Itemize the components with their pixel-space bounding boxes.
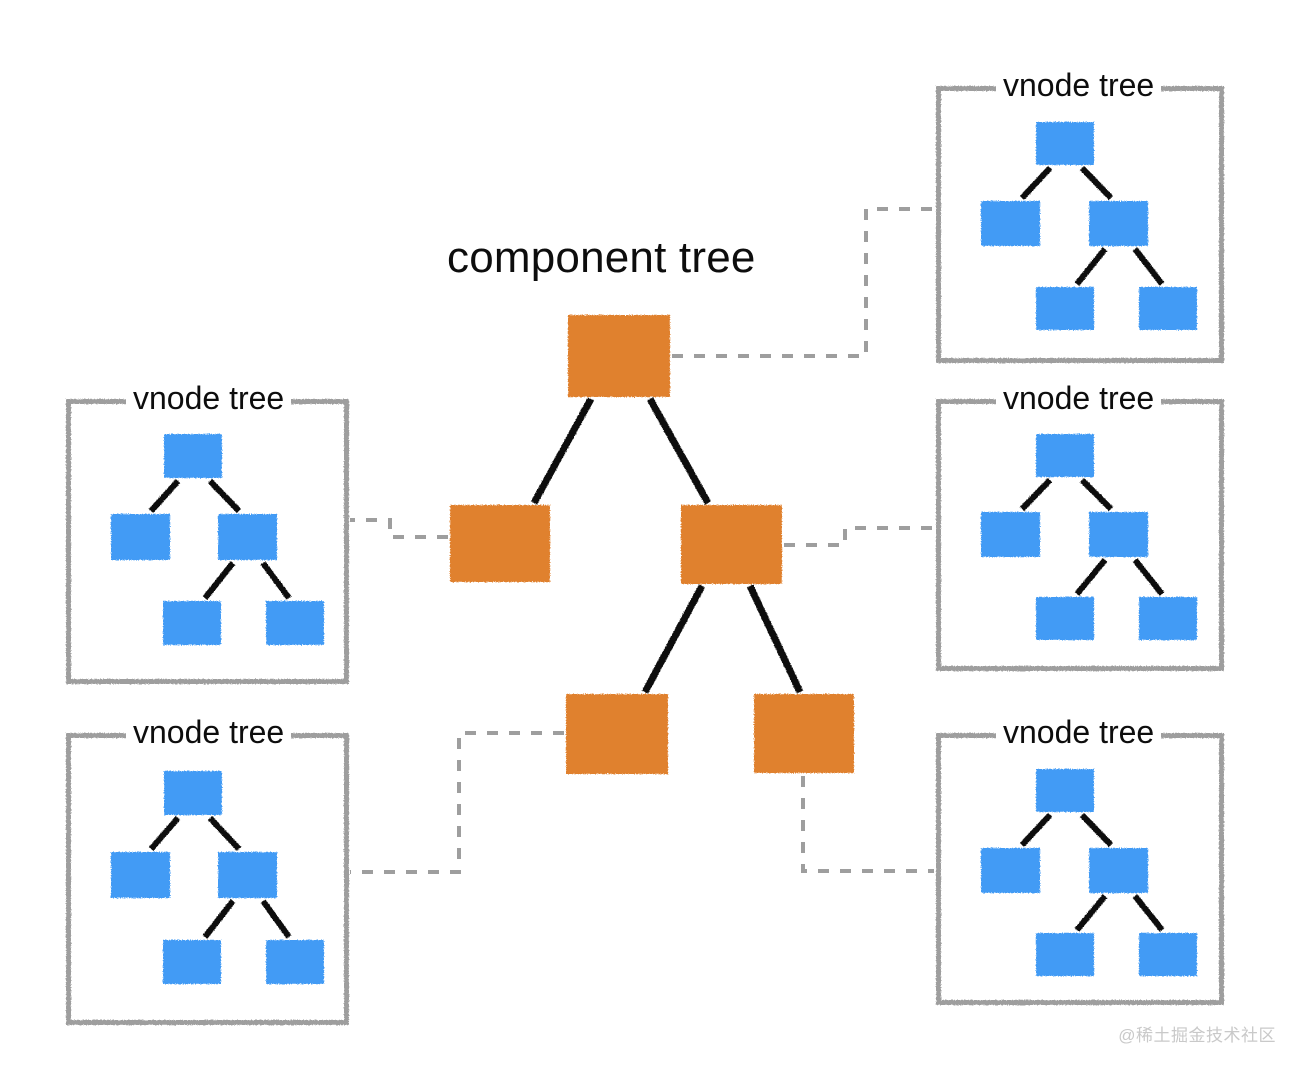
vnode-edge-1 [1019, 812, 1053, 848]
component-grandchild-left-node[interactable] [566, 694, 668, 774]
component-right-child-node[interactable] [681, 505, 782, 584]
vnode-child-right[interactable] [218, 514, 277, 560]
vnode-child-left[interactable] [981, 848, 1040, 893]
vnode-grandchild-right[interactable] [266, 601, 324, 645]
vnode-tree-left-upper: vnode tree [66, 379, 349, 684]
vnode-edge-1 [148, 478, 181, 514]
vnode-grandchild-right[interactable] [1139, 597, 1197, 640]
vnode-tree-label: vnode tree [996, 66, 1162, 104]
page-title: component tree [447, 233, 756, 282]
vnode-grandchild-right[interactable] [1139, 933, 1197, 976]
vnode-tree-label: vnode tree [996, 713, 1162, 751]
vnode-tree-bottom-right: vnode tree [936, 713, 1224, 1005]
vnode-tree-label: vnode tree [126, 379, 292, 417]
connector-root-to-top-right-vnode-tree [672, 207, 934, 358]
vnode-edge-2 [1079, 165, 1114, 201]
component-edge-c-right-to-c-grand-right [746, 584, 804, 694]
vnode-edge-2 [1079, 812, 1114, 848]
vnode-tree-label: vnode tree [996, 379, 1162, 417]
vnode-edge-2 [207, 815, 242, 852]
vnode-child-right[interactable] [218, 852, 277, 898]
vnode-edge-1 [1019, 477, 1053, 512]
vnode-edge-4 [260, 561, 292, 600]
vnode-edge-3 [1074, 247, 1108, 286]
connector-grandchild-right-to-bottom-right-vnode-tree [801, 776, 934, 873]
vnode-child-left[interactable] [981, 512, 1040, 557]
vnode-edge-4 [1132, 558, 1165, 596]
vnode-edge-2 [1079, 477, 1114, 512]
vnode-edge-4 [260, 899, 292, 939]
vnode-edge-4 [1132, 247, 1165, 286]
vnode-root[interactable] [1036, 769, 1094, 812]
vnode-tree-right-middle: vnode tree [936, 379, 1224, 671]
vnode-tree-left-lower-frame [66, 733, 349, 1025]
vnode-edge-2 [207, 478, 242, 514]
vnode-root[interactable] [164, 434, 222, 478]
vnode-edge-3 [1074, 894, 1108, 932]
connector-grandchild-left-to-left-lower-vnode-tree [350, 731, 564, 874]
vnode-edge-3 [1074, 558, 1108, 596]
vnode-root[interactable] [164, 771, 222, 815]
vnode-child-right[interactable] [1089, 201, 1148, 246]
vnode-tree-left-upper-frame [66, 399, 349, 684]
component-edge-c-root-to-c-left [530, 397, 595, 505]
vnode-grandchild-right[interactable] [266, 940, 324, 984]
vnode-grandchild-left[interactable] [1036, 933, 1094, 976]
connector-right-child-to-right-middle-vnode-tree [784, 526, 934, 547]
vnode-grandchild-right[interactable] [1139, 287, 1197, 330]
vnode-grandchild-left[interactable] [163, 601, 221, 645]
vnode-tree-bottom-right-frame [936, 733, 1224, 1005]
vnode-edge-4 [1132, 894, 1165, 932]
vnode-child-right[interactable] [1089, 512, 1148, 557]
component-edge-c-root-to-c-right [646, 397, 712, 505]
vnode-edge-1 [148, 816, 181, 851]
connector-left-child-to-left-upper-vnode-tree [350, 518, 448, 539]
vnode-tree-label: vnode tree [126, 713, 292, 751]
vnode-grandchild-left[interactable] [1036, 287, 1094, 330]
vnode-grandchild-left[interactable] [1036, 597, 1094, 640]
vnode-tree-right-middle-frame [936, 399, 1224, 671]
vnode-child-right[interactable] [1089, 848, 1148, 893]
vnode-tree-top-right-frame [936, 86, 1224, 363]
vnode-root[interactable] [1036, 122, 1094, 165]
component-edge-c-right-to-c-grand-left [641, 584, 706, 694]
watermark: @稀土掘金技术社区 [1118, 1026, 1276, 1045]
vnode-edge-3 [202, 561, 236, 600]
vnode-root[interactable] [1036, 434, 1094, 477]
vnode-child-left[interactable] [111, 514, 170, 560]
component-left-child-node[interactable] [450, 505, 550, 582]
vnode-child-left[interactable] [111, 852, 170, 898]
vnode-edge-1 [1019, 165, 1053, 201]
vnode-grandchild-left[interactable] [163, 940, 221, 984]
component-grandchild-right-node[interactable] [754, 694, 854, 773]
vnode-tree-top-right: vnode tree [936, 66, 1224, 363]
vnode-tree-left-lower: vnode tree [66, 713, 349, 1025]
vnode-child-left[interactable] [981, 201, 1040, 246]
vnode-edge-3 [202, 899, 236, 939]
component-root-node[interactable] [568, 315, 670, 397]
